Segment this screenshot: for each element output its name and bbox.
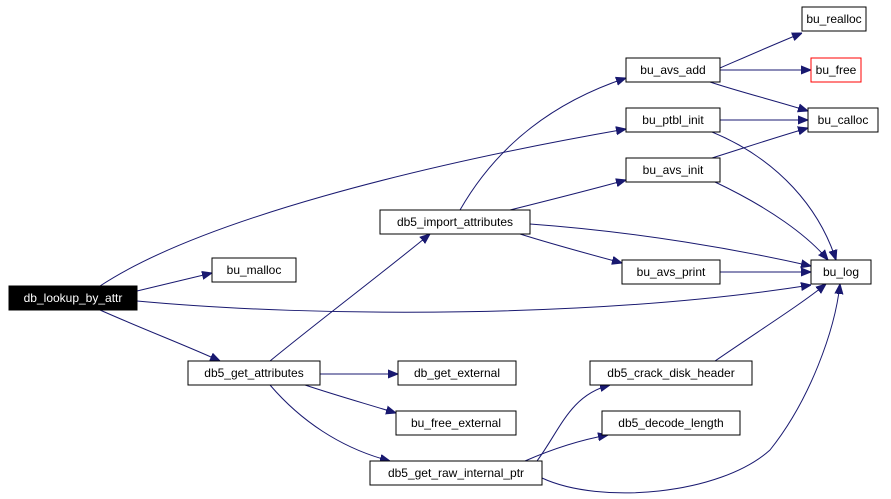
- edge-line: [541, 284, 840, 494]
- node-box: [397, 360, 517, 386]
- node-box: [187, 360, 321, 386]
- node-db5-import-attributes[interactable]: db5_import_attributes: [379, 209, 531, 235]
- node-label: db_get_external: [414, 366, 500, 380]
- edge-db_lookup_by_attr-to-bu_malloc: [136, 273, 212, 292]
- node-box: [369, 460, 543, 486]
- edge-line: [99, 129, 626, 287]
- edge-line: [519, 233, 622, 263]
- edge-db5_get_raw_internal_ptr-to-db5_decode_length: [524, 435, 608, 462]
- node-label: bu_free_external: [411, 416, 501, 430]
- node-bu-avs-print[interactable]: bu_avs_print: [621, 259, 721, 285]
- edge-line: [711, 131, 836, 260]
- node-db5-get-raw-internal-ptr[interactable]: db5_get_raw_internal_ptr: [369, 460, 543, 486]
- edge-db5_import_attributes-to-bu_avs_init: [509, 180, 626, 211]
- node-bu-ptbl-init[interactable]: bu_ptbl_init: [625, 107, 721, 133]
- edge-db5_import_attributes-to-bu_avs_print: [519, 233, 622, 263]
- edge-line: [709, 81, 808, 111]
- edge-bu_avs_add-to-bu_realloc: [719, 33, 802, 69]
- edge-bu_ptbl_init-to-bu_log: [711, 131, 836, 260]
- edge-db5_crack_disk_header-to-bu_log: [714, 284, 826, 362]
- node-box: [601, 410, 741, 436]
- node-bu-free[interactable]: bu_free: [810, 57, 862, 83]
- node-label: db5_crack_disk_header: [607, 366, 734, 380]
- node-label: bu_realloc: [806, 12, 861, 26]
- node-label: bu_ptbl_init: [642, 113, 704, 127]
- edge-line: [459, 78, 626, 211]
- edge-line: [714, 181, 828, 260]
- node-db5-decode-length[interactable]: db5_decode_length: [601, 410, 741, 436]
- edge-db5_import_attributes-to-bu_log: [529, 223, 811, 266]
- node-box: [625, 57, 721, 83]
- node-box: [395, 410, 517, 436]
- node-box: [810, 57, 862, 83]
- node-label: bu_avs_print: [637, 265, 706, 279]
- edge-db5_get_attributes-to-db5_get_raw_internal_ptr: [269, 384, 390, 461]
- edge-db5_get_raw_internal_ptr-to-bu_log: [541, 284, 840, 494]
- node-bu-malloc[interactable]: bu_malloc: [211, 257, 297, 283]
- node-label: bu_log: [823, 265, 859, 279]
- edge-line: [524, 435, 608, 462]
- node-box: [621, 259, 721, 285]
- edge-db5_import_attributes-to-bu_avs_add: [459, 78, 626, 211]
- edge-line: [719, 33, 802, 69]
- edge-line: [714, 284, 826, 362]
- edge-db5_get_attributes-to-bu_free_external: [304, 384, 396, 413]
- edge-db_lookup_by_attr-to-bu_ptbl_init: [99, 129, 626, 287]
- node-box: [810, 259, 872, 285]
- node-db-lookup-by-attr[interactable]: db_lookup_by_attr: [8, 285, 138, 311]
- edge-db5_get_attributes-to-db5_import_attributes: [269, 234, 430, 362]
- node-label: db_lookup_by_attr: [24, 291, 123, 305]
- node-label: bu_malloc: [227, 263, 282, 277]
- edge-bu_avs_add-to-bu_calloc: [709, 81, 808, 111]
- edges-layer: [99, 33, 840, 494]
- node-box: [379, 209, 531, 235]
- node-bu-calloc[interactable]: bu_calloc: [807, 107, 879, 133]
- node-bu-free-external[interactable]: bu_free_external: [395, 410, 517, 436]
- edge-line: [269, 384, 390, 461]
- node-box: [8, 285, 138, 311]
- node-label: db5_get_raw_internal_ptr: [388, 466, 524, 480]
- node-bu-realloc[interactable]: bu_realloc: [801, 6, 867, 32]
- node-db5-get-attributes[interactable]: db5_get_attributes: [187, 360, 321, 386]
- edge-line: [536, 385, 610, 462]
- node-box: [589, 360, 753, 386]
- edge-line: [136, 285, 811, 313]
- node-label: bu_avs_add: [640, 63, 705, 77]
- node-label: bu_free: [816, 63, 857, 77]
- edge-line: [304, 384, 396, 413]
- node-box: [625, 157, 721, 183]
- edge-line: [269, 234, 430, 362]
- edge-line: [99, 309, 220, 361]
- edge-db5_get_raw_internal_ptr-to-db5_crack_disk_header: [536, 385, 610, 462]
- node-db-get-external[interactable]: db_get_external: [397, 360, 517, 386]
- node-bu-log[interactable]: bu_log: [810, 259, 872, 285]
- node-label: bu_avs_init: [643, 163, 704, 177]
- node-box: [211, 257, 297, 283]
- node-label: db5_get_attributes: [204, 366, 303, 380]
- nodes-layer: db_lookup_by_attr bu_malloc db5_import_att…: [8, 6, 879, 486]
- edge-line: [509, 180, 626, 211]
- node-db5-crack-disk-header[interactable]: db5_crack_disk_header: [589, 360, 753, 386]
- edge-bu_avs_init-to-bu_calloc: [711, 128, 808, 159]
- edge-line: [711, 128, 808, 159]
- node-box: [625, 107, 721, 133]
- edge-bu_avs_init-to-bu_log: [714, 181, 828, 260]
- edge-line: [529, 223, 811, 266]
- node-bu-avs-init[interactable]: bu_avs_init: [625, 157, 721, 183]
- node-box: [801, 6, 867, 32]
- node-bu-avs-add[interactable]: bu_avs_add: [625, 57, 721, 83]
- node-label: bu_calloc: [818, 113, 869, 127]
- edge-db_lookup_by_attr-to-bu_log: [136, 285, 811, 313]
- edge-db_lookup_by_attr-to-db5_get_attributes: [99, 309, 220, 361]
- node-label: db5_decode_length: [618, 416, 723, 430]
- edge-line: [136, 273, 212, 292]
- node-label: db5_import_attributes: [397, 215, 513, 229]
- node-box: [807, 107, 879, 133]
